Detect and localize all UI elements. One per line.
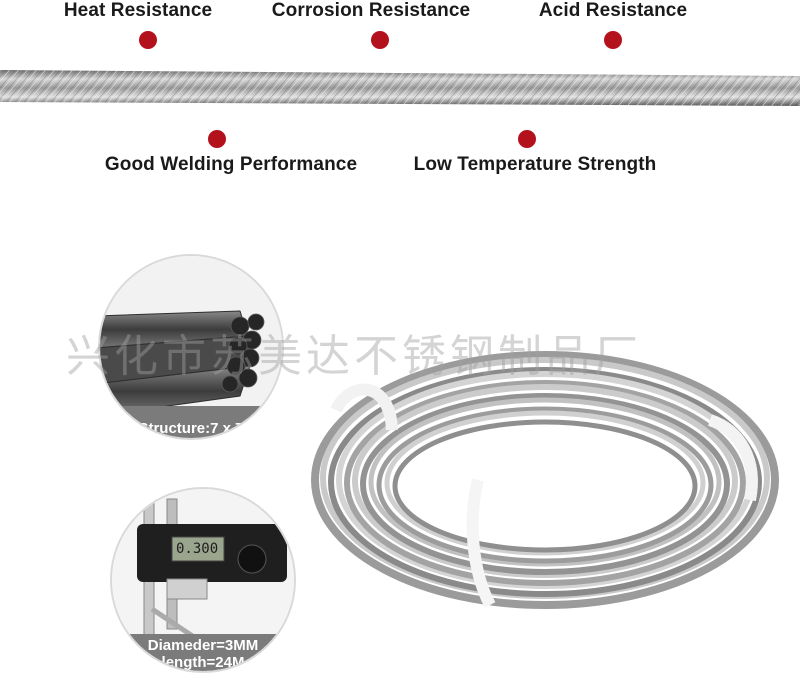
watermark-text: 兴化市苏美达不锈钢制品厂 bbox=[66, 331, 642, 382]
digital-caliper-image bbox=[112, 489, 294, 671]
feature-corrosion-resistance: Corrosion Resistance bbox=[271, 0, 471, 21]
feature-good-welding-performance: Good Welding Performance bbox=[104, 154, 358, 175]
red-dot-low-temp bbox=[518, 130, 536, 148]
diameter-caption: Diameder=3MM bbox=[147, 637, 259, 654]
wire-rope-strand-image bbox=[0, 70, 800, 106]
dimension-caption: Diameder=3MM length=24M bbox=[112, 637, 294, 671]
caliper-measurement-circle: 0.300 Diameder=3MM length=24M bbox=[110, 487, 296, 673]
cable-cross-section-image bbox=[100, 256, 282, 438]
feature-acid-resistance: Acid Resistance bbox=[538, 0, 688, 21]
feature-heat-resistance: Heat Resistance bbox=[63, 0, 213, 21]
structure-closeup-circle: Structure:7 x 7 bbox=[98, 254, 284, 440]
caliper-display-reading: 0.300 bbox=[176, 541, 219, 557]
red-dot-heat bbox=[139, 31, 157, 49]
red-dot-corrosion bbox=[371, 31, 389, 49]
coiled-wire-rope-image bbox=[311, 351, 779, 609]
structure-caption: Structure:7 x 7 bbox=[138, 420, 244, 437]
red-dot-acid bbox=[604, 31, 622, 49]
feature-low-temperature-strength: Low Temperature Strength bbox=[413, 154, 657, 175]
length-caption: length=24M bbox=[161, 654, 245, 671]
red-dot-welding bbox=[208, 130, 226, 148]
